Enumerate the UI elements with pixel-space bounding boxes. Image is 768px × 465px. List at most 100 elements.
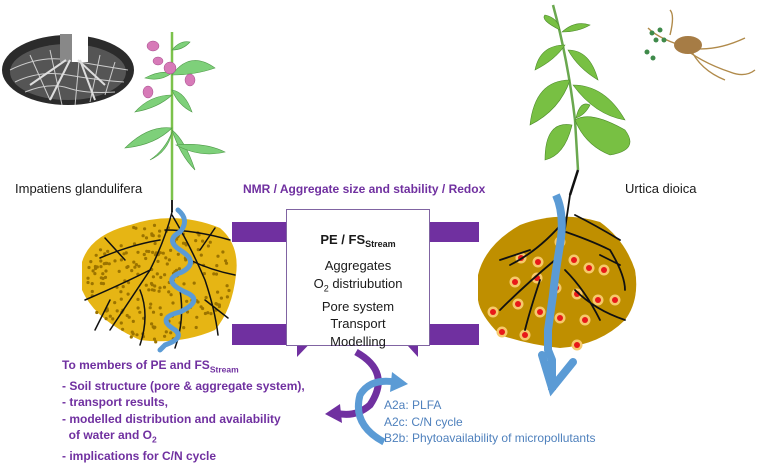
aggregate-dot: [199, 305, 203, 309]
aggregate-dot: [195, 315, 199, 319]
aggregate-dot: [153, 325, 157, 329]
aggregate-dot: [115, 309, 119, 313]
aggregate-dot: [214, 272, 219, 276]
box-title: PE / FSStream: [287, 232, 429, 249]
hotspot: [579, 314, 591, 326]
output-block: To members of PE and FSStream - Soil str…: [62, 357, 305, 465]
aggregate-dot: [90, 282, 94, 286]
aggregate-dot: [135, 333, 139, 337]
aggregate-dot: [132, 260, 136, 264]
output-heading: To members of PE and FSStream: [62, 357, 305, 378]
aggregate-dot: [86, 276, 90, 280]
aggregate-dot: [87, 265, 91, 270]
output-heading-main: To members of PE and FS: [62, 358, 210, 372]
aggregate-dot: [157, 289, 161, 293]
aggregate-dot: [131, 319, 135, 323]
aggregate-dot: [152, 337, 157, 341]
hotspot: [609, 294, 621, 306]
aggregate-dot: [225, 295, 229, 299]
aggregate-dot: [151, 250, 155, 254]
aggregate-dot: [149, 302, 153, 306]
urtica-plant: [529, 4, 631, 196]
link-a2c: A2c: C/N cycle: [384, 414, 463, 429]
hotspot: [509, 276, 521, 288]
aggregate-dot: [99, 281, 103, 285]
aggregate-dot: [151, 310, 156, 314]
aggregate-dot: [93, 264, 97, 269]
hotspot: [487, 306, 499, 318]
aggregate-dot: [219, 296, 223, 300]
aggregate-dot: [169, 248, 173, 252]
water-o2-text: of water and O: [62, 428, 153, 443]
output-line-water-o2: of water and O2: [62, 427, 305, 448]
aggregate-dot: [201, 239, 205, 243]
arrow-right-bottom: [398, 312, 479, 357]
aggregate-dot: [159, 275, 163, 279]
aggregate-dot: [136, 306, 140, 310]
aggregate-dot: [176, 252, 180, 256]
aggregate-dot: [182, 326, 186, 330]
aggregate-dot: [129, 335, 133, 339]
output-heading-sub: Stream: [209, 364, 239, 375]
aggregate-dot: [144, 256, 148, 261]
link-a2a: A2a: PLFA: [384, 398, 442, 412]
aggregate-dot: [167, 258, 171, 262]
hotspot: [571, 288, 583, 300]
center-box: PE / FSStream Aggregates O2 distriubutio…: [286, 209, 430, 349]
aggregate-dot: [171, 301, 175, 305]
arrows-into-box: [232, 210, 479, 357]
aggregate-dot: [126, 292, 130, 296]
aggregate-dot: [161, 251, 165, 255]
aggregate-dot: [122, 252, 126, 256]
aggregate-dot: [136, 297, 140, 301]
aggregate-dot: [98, 248, 103, 252]
hotspot: [583, 262, 595, 274]
aggregate-dot: [99, 276, 103, 280]
aggregate-dot: [101, 272, 105, 276]
hotspot: [598, 264, 610, 276]
aggregate-dot: [194, 239, 198, 243]
aggregate-dot: [119, 244, 123, 248]
impatiens-plant: [124, 32, 226, 212]
box-item-o2-distribution: O2 distriubution: [287, 275, 429, 298]
box-item-aggregates: Aggregates: [324, 258, 392, 273]
output-line-transport: - transport results,: [62, 395, 169, 410]
aggregate-dot: [208, 240, 212, 244]
aggregate-dot: [227, 288, 231, 293]
box-title-main: PE / FS: [320, 232, 366, 247]
nettle-root-photo: [644, 9, 756, 81]
aggregate-dot: [163, 334, 167, 338]
aggregate-dot: [206, 311, 210, 315]
aggregate-dot: [194, 325, 198, 330]
aggregate-dot: [90, 289, 94, 294]
aggregate-dot: [174, 268, 179, 272]
aggregate-dot: [221, 250, 225, 254]
o-symbol: O: [313, 275, 324, 291]
hotspot: [554, 312, 566, 324]
species-label-left: Impatiens glandulifera: [15, 181, 143, 196]
aggregate-dot: [103, 252, 107, 256]
hotspot: [519, 329, 531, 341]
aggregate-dot: [162, 285, 167, 289]
aggregate-dot: [197, 233, 201, 237]
aggregate-dot: [99, 259, 103, 263]
aggregate-dot: [150, 288, 154, 292]
aggregate-dot: [150, 322, 154, 326]
aggregate-dot: [89, 260, 93, 264]
impatiens-root-aggregates: [82, 207, 237, 353]
hotspot: [534, 306, 546, 318]
aggregate-dot: [134, 263, 138, 267]
output-line-cn-cycle: - implications for C/N cycle: [62, 449, 217, 464]
aggregate-dot: [169, 331, 173, 335]
aggregate-dot: [119, 290, 123, 294]
aggregate-dot: [126, 265, 130, 269]
aggregate-dot: [192, 281, 196, 285]
urtica-soil-aggregate: [478, 193, 637, 397]
aggregate-dot: [132, 242, 137, 246]
species-label-right: Urtica dioica: [625, 181, 697, 196]
aggregate-dot: [86, 280, 90, 285]
methods-label: NMR / Aggregate size and stability / Red…: [243, 182, 486, 196]
aggregate-dot: [119, 297, 123, 301]
hotspot: [532, 256, 544, 268]
aggregate-dot: [225, 284, 229, 288]
